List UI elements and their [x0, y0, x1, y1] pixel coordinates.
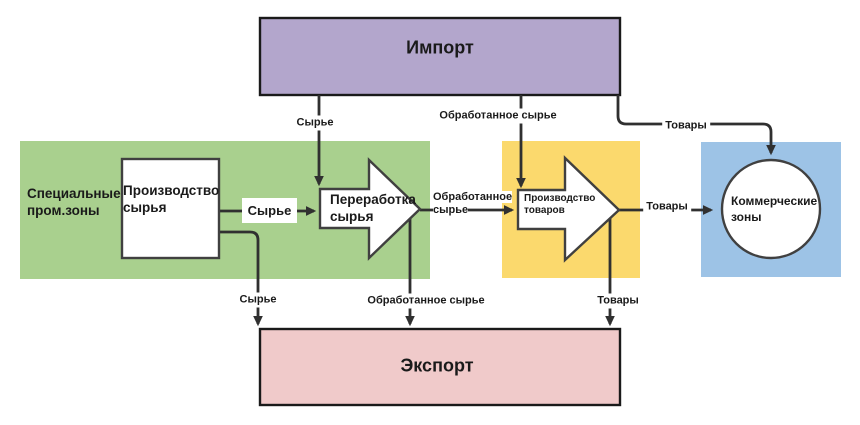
edge-label-goods-export: Товары	[594, 293, 642, 309]
edge-label-rawprod-export: Сырье	[236, 292, 280, 308]
edge-label-import-goods: Товары	[662, 118, 710, 134]
raw-processing-label: Переработка сырья	[330, 192, 416, 224]
export-label: Экспорт	[400, 355, 474, 376]
commercial-zone-label: Коммерческие зоны	[731, 194, 818, 224]
goods-production-label: Производство товаров	[524, 193, 596, 216]
edge-label-rawprod-processing: Сырье	[242, 198, 297, 223]
goods-production-block-arrow	[516, 155, 621, 263]
edge-label-processing-export: Обработанное сырье	[364, 293, 488, 309]
edge-label-goods-commercial: Товары	[643, 199, 691, 215]
export-node-box	[258, 327, 622, 407]
edge-label-import-raw: Сырье	[293, 115, 337, 131]
raw-production-label: Производство сырья	[123, 183, 220, 215]
commercial-zone-circle	[720, 158, 822, 260]
connector-rawprod-to-export	[219, 230, 263, 327]
processing-block-arrow	[318, 157, 422, 261]
special-zone-label: Специальные пром.зоны	[27, 186, 121, 218]
import-node-box	[258, 16, 622, 97]
raw-production-box	[120, 157, 221, 260]
edge-label-processing-goods: Обработанное сырье	[433, 191, 513, 216]
edge-label-import-processed: Обработанное сырье	[436, 108, 560, 124]
import-label: Импорт	[406, 37, 474, 58]
